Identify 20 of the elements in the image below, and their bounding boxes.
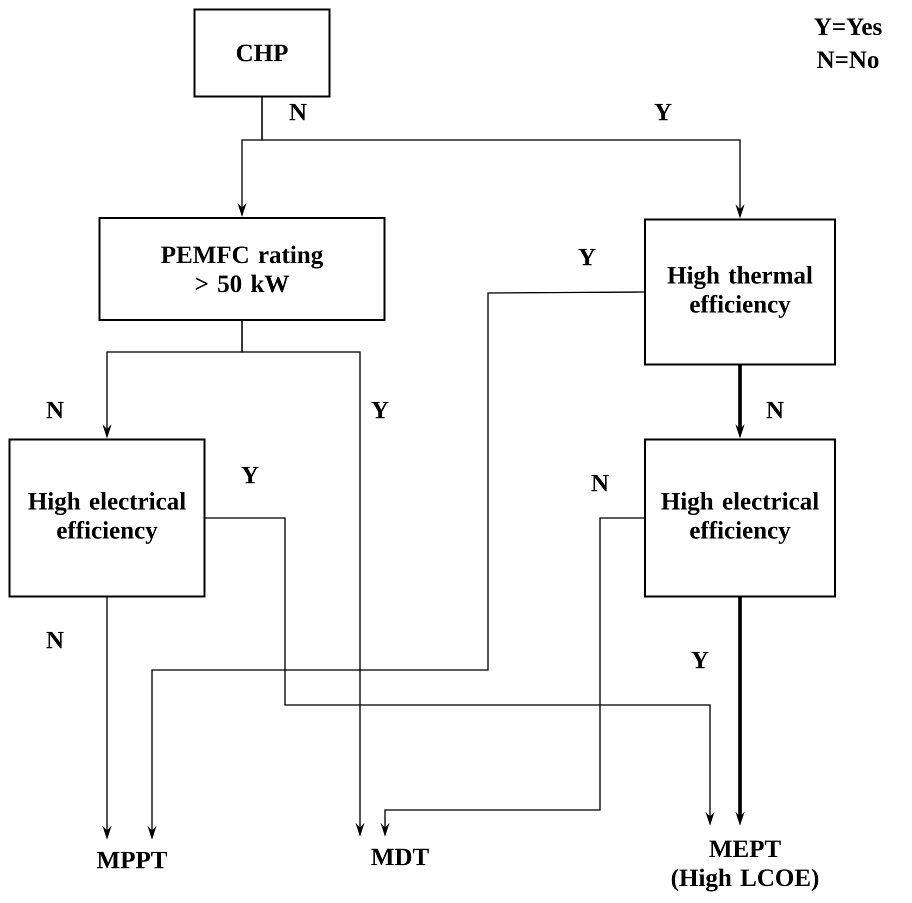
- decision-box: High electrical efficiency: [8, 438, 206, 598]
- edge-label: N: [590, 474, 610, 492]
- decision-box: High electrical efficiency: [644, 438, 836, 598]
- edge-label: Y: [690, 650, 710, 670]
- decision-box: PEMFC rating > 50 kW: [98, 217, 386, 321]
- decision-box: CHP: [194, 8, 330, 98]
- outcome-label: MDT: [371, 848, 429, 866]
- edge-label: N: [764, 400, 786, 420]
- edge-label: N: [44, 400, 66, 420]
- edge-label: Y: [652, 102, 674, 122]
- key-note: Y=Yes: [814, 18, 882, 36]
- edge-label: Y: [240, 466, 260, 484]
- decision-box: High thermal efficiency: [644, 218, 836, 366]
- edge-label: N: [288, 102, 308, 122]
- edge-label: Y: [576, 248, 598, 266]
- edge-label: Y: [370, 400, 390, 420]
- key-note: N=No: [817, 52, 878, 68]
- outcome-label: MEPT (High LCOE): [672, 840, 818, 892]
- outcome-label: MPPT: [97, 852, 168, 868]
- edge-label: N: [44, 630, 66, 650]
